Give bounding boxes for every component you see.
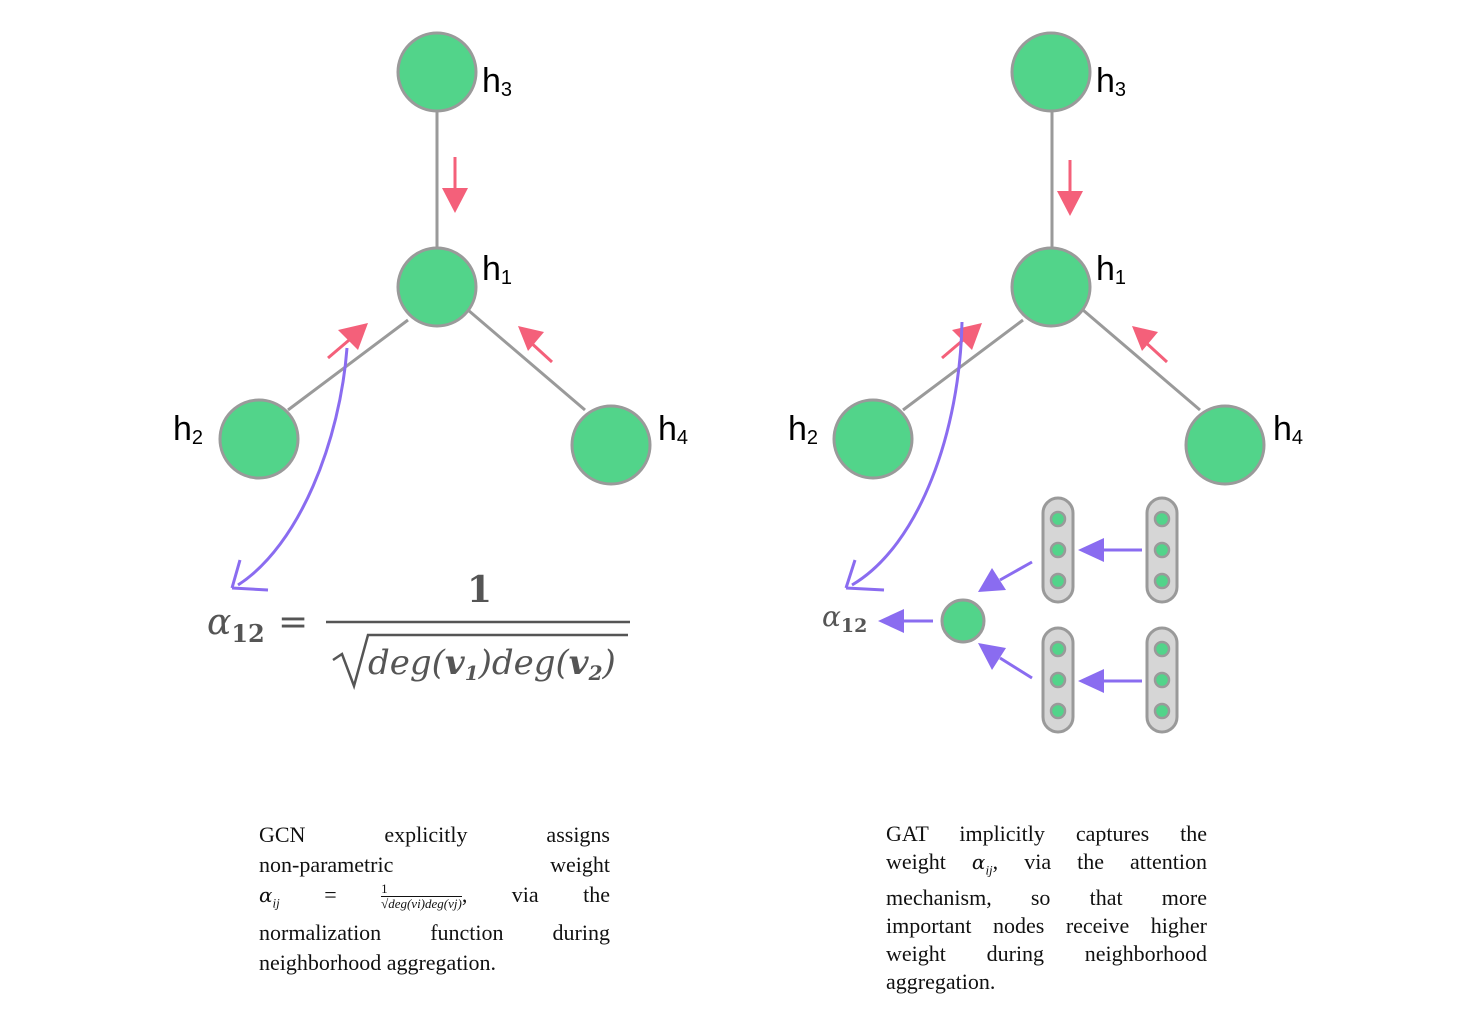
gat-caption: GAT implicitly captures the weight αij, … bbox=[886, 820, 1207, 996]
feature-dot bbox=[1153, 702, 1171, 720]
label-h4: h4 bbox=[1273, 410, 1303, 449]
feature-dot bbox=[1153, 541, 1171, 559]
alpha-subscript: ij bbox=[272, 895, 280, 911]
gcn-caption: GCN explicitly assigns non-parametric we… bbox=[259, 820, 610, 978]
caption-text: , via the bbox=[461, 882, 610, 907]
label-h3: h3 bbox=[1096, 62, 1126, 101]
gat-graph: h3 h1 h2 h4 bbox=[788, 31, 1303, 734]
message-arrow-h2 bbox=[327, 323, 368, 360]
node-h2 bbox=[218, 398, 300, 480]
attention-curve-arrow bbox=[844, 321, 964, 592]
caption-line: non-parametric weight bbox=[259, 852, 610, 877]
formula-equals: = bbox=[278, 602, 308, 643]
linear-arrow bbox=[1078, 538, 1142, 562]
feature-dot bbox=[1049, 671, 1067, 689]
feature-dot bbox=[1049, 510, 1067, 528]
message-arrow-h4 bbox=[518, 326, 554, 364]
caption-line: aggregation. bbox=[886, 969, 996, 995]
message-arrow-h3 bbox=[1057, 160, 1083, 216]
caption-line-formula: αij = 1√deg(vi)deg(vj), via the bbox=[259, 880, 610, 918]
caption-text: weight bbox=[886, 849, 972, 874]
sqrt-sign bbox=[332, 633, 628, 691]
caption-line: neighborhood aggregation. bbox=[259, 950, 497, 976]
node-h1 bbox=[396, 246, 478, 328]
fraction-denominator: √deg(vi)deg(vj) bbox=[381, 896, 462, 912]
caption-line: normalization function during bbox=[259, 920, 610, 946]
formula-numerator: 1 bbox=[467, 569, 492, 611]
node-h3 bbox=[1010, 31, 1092, 113]
feature-dot bbox=[1049, 572, 1067, 590]
gcn-graph: h3 h1 h2 h4 α12 = 1 deg(v1)deg(v2) bbox=[173, 31, 688, 691]
node-h4 bbox=[1184, 404, 1266, 486]
output-arrow bbox=[878, 609, 933, 633]
caption-line: important nodes receive higher bbox=[886, 913, 1207, 939]
edge-h1-h4 bbox=[1082, 308, 1201, 412]
caption-line: GAT implicitly captures the bbox=[886, 821, 1207, 846]
feature-dot bbox=[1049, 541, 1067, 559]
score-arrow bbox=[978, 560, 1033, 592]
attention-mechanism: α12 bbox=[822, 496, 1179, 734]
feature-dot bbox=[1049, 640, 1067, 658]
node-h2 bbox=[832, 398, 914, 480]
label-h2: h2 bbox=[173, 410, 203, 449]
label-h4: h4 bbox=[658, 410, 688, 449]
inline-fraction: 1√deg(vi)deg(vj) bbox=[381, 882, 462, 911]
feature-dot bbox=[1153, 640, 1171, 658]
edge-h1-h2 bbox=[287, 318, 409, 412]
caption-text: , via the attention bbox=[992, 849, 1207, 874]
node-h4 bbox=[570, 404, 652, 486]
caption-line: weight during neighborhood bbox=[886, 941, 1207, 967]
alpha-subscript: ij bbox=[985, 862, 993, 878]
fraction-numerator: 1 bbox=[381, 881, 388, 897]
feature-dot bbox=[1153, 572, 1171, 590]
edge-h1-h4 bbox=[467, 308, 586, 412]
node-h3 bbox=[396, 31, 478, 113]
gcn-formula: α12 = 1 deg(v1)deg(v2) bbox=[207, 569, 630, 691]
alpha-symbol: α bbox=[259, 883, 273, 907]
score-arrow bbox=[978, 643, 1033, 680]
label-h2: h2 bbox=[788, 410, 818, 449]
linear-arrow bbox=[1078, 669, 1142, 693]
formula-alpha: α12 bbox=[207, 602, 265, 648]
edge-h1-h2 bbox=[902, 318, 1024, 412]
equals-sign: = bbox=[279, 882, 382, 907]
gat-alpha-label: α12 bbox=[822, 600, 867, 637]
feature-dot bbox=[1049, 702, 1067, 720]
message-arrow-h4 bbox=[1132, 326, 1169, 364]
caption-line: mechanism, so that more bbox=[886, 885, 1207, 911]
label-h1: h1 bbox=[482, 250, 512, 289]
alpha-symbol: α bbox=[971, 850, 986, 874]
caption-line-formula: weight αij, via the attention bbox=[886, 848, 1207, 884]
node-h1 bbox=[1010, 246, 1092, 328]
label-h1: h1 bbox=[1096, 250, 1126, 289]
message-arrow-h2 bbox=[941, 323, 982, 360]
feature-dot bbox=[1153, 671, 1171, 689]
attention-score-node bbox=[940, 598, 986, 644]
attention-curve-arrow bbox=[230, 347, 349, 592]
label-h3: h3 bbox=[482, 62, 512, 101]
feature-dot bbox=[1153, 510, 1171, 528]
formula-denominator: deg(v1)deg(v2) bbox=[368, 643, 616, 685]
caption-line: GCN explicitly assigns bbox=[259, 822, 610, 847]
message-arrow-h3 bbox=[442, 157, 468, 213]
